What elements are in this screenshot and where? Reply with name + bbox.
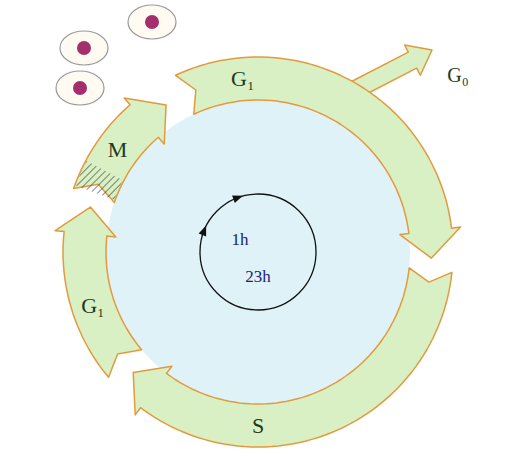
phase-label: G₁: [231, 67, 255, 91]
band-shape: [133, 268, 452, 447]
cycle-arrowhead: [232, 195, 243, 203]
phase-band: G₁: [173, 55, 463, 261]
band-outline: [173, 55, 463, 261]
phase-label: G₀: [447, 64, 468, 86]
duration-label: 1h: [232, 231, 249, 250]
daughter-cells: [56, 5, 176, 105]
phase-band: S: [131, 265, 454, 449]
band-outline: [131, 265, 454, 449]
cell: [56, 71, 104, 105]
band-outline: [53, 205, 144, 380]
cell: [60, 31, 108, 65]
phase-band: M: [71, 96, 169, 205]
band-shape: [176, 57, 461, 258]
centre-disc: [106, 100, 410, 404]
duration-label: 23h: [245, 268, 271, 287]
cycle-arrowhead: [199, 226, 207, 237]
band-shape: [74, 98, 167, 203]
time-circle: 1h 23h: [198, 192, 318, 312]
nucleus: [145, 15, 159, 29]
band-shape: [55, 207, 142, 377]
phase-label: G₁: [81, 294, 105, 318]
nucleus: [77, 41, 91, 55]
nucleus: [73, 81, 87, 95]
time-circle-line: [200, 194, 316, 310]
phase-label: S: [252, 413, 264, 437]
hatched-region: [76, 161, 123, 200]
cell: [128, 5, 176, 39]
phase-band: G₁: [53, 205, 144, 380]
circle-outline: [198, 192, 318, 312]
phase-label: M: [108, 138, 128, 162]
